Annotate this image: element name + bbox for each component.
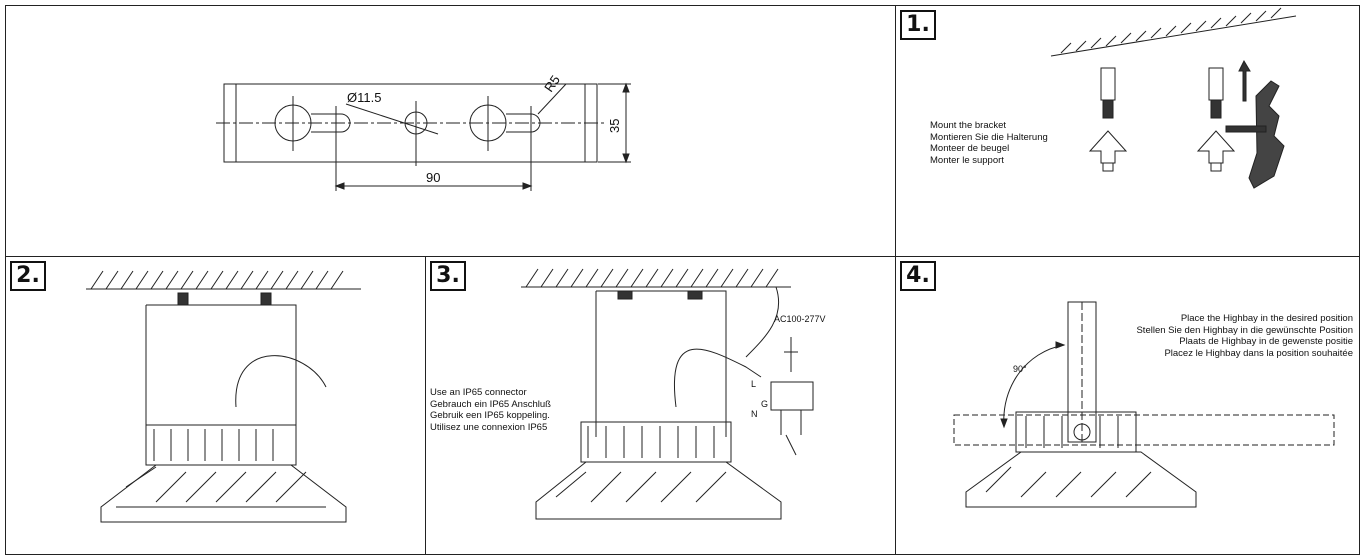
instruction-line: Montieren Sie die Halterung <box>930 131 1048 143</box>
wire-label-n: N <box>751 409 758 419</box>
wire-label-g: G <box>761 399 768 409</box>
step-3-instructions: Use an IP65 connector Gebrauch ein IP65 … <box>430 387 551 433</box>
step-1-panel: 1. Mount the bracket Montieren Sie die H… <box>895 5 1360 257</box>
step-number: 1. <box>900 10 936 40</box>
instruction-line: Place the Highbay in the desired positio… <box>1180 313 1353 324</box>
step-1-instructions: Mount the bracket Montieren Sie die Halt… <box>930 120 1048 166</box>
mount-bracket-illustration <box>1050 7 1297 189</box>
instruction-line: Monter le support <box>930 154 1004 166</box>
hole-diameter-label: Ø11.5 <box>347 90 381 105</box>
bracket-dimension-drawing: Ø11.5 R5 35 90 <box>216 72 631 191</box>
step-3-panel: 3. AC100-277V L G N Use an IP65 connecto… <box>425 256 896 555</box>
voltage-label: AC100-277V <box>774 314 826 324</box>
instruction-line: Gebruik een IP65 koppeling. <box>430 410 550 421</box>
spacing-label: 90 <box>426 170 440 185</box>
instruction-line: Gebrauch ein IP65 Anschluß <box>430 398 551 410</box>
height-label: 35 <box>607 119 622 133</box>
instruction-line: Use an IP65 connector <box>430 387 527 398</box>
bracket-drawing-panel: Ø11.5 R5 35 90 <box>5 5 896 257</box>
instruction-line: Stellen Sie den Highbay in die gewünscht… <box>1136 324 1353 336</box>
step-number: 3. <box>430 261 466 291</box>
step-4-instructions: Place the Highbay in the desired positio… <box>1136 313 1353 359</box>
instruction-line: Monteer de beugel <box>930 143 1010 154</box>
angle-label: 90° <box>1013 364 1027 374</box>
step-number: 4. <box>900 261 936 291</box>
step-2-panel: 2. <box>5 256 426 555</box>
instruction-line: Placez le Highbay dans la position souha… <box>1164 347 1353 359</box>
wire-label-l: L <box>751 379 756 389</box>
instruction-line: Utilisez une connexion IP65 <box>430 421 548 433</box>
instruction-line: Mount the bracket <box>930 120 1007 131</box>
step-4-panel: 4. 90° Place the Highbay in the desired … <box>895 256 1360 555</box>
step-number: 2. <box>10 261 46 291</box>
position-highbay-illustration: 90° <box>953 301 1335 508</box>
wiring-illustration: AC100-277V L G N <box>521 268 826 520</box>
highbay-bracket-illustration <box>86 270 361 523</box>
instruction-line: Plaats de Highbay in de gewenste positie <box>1179 336 1353 347</box>
